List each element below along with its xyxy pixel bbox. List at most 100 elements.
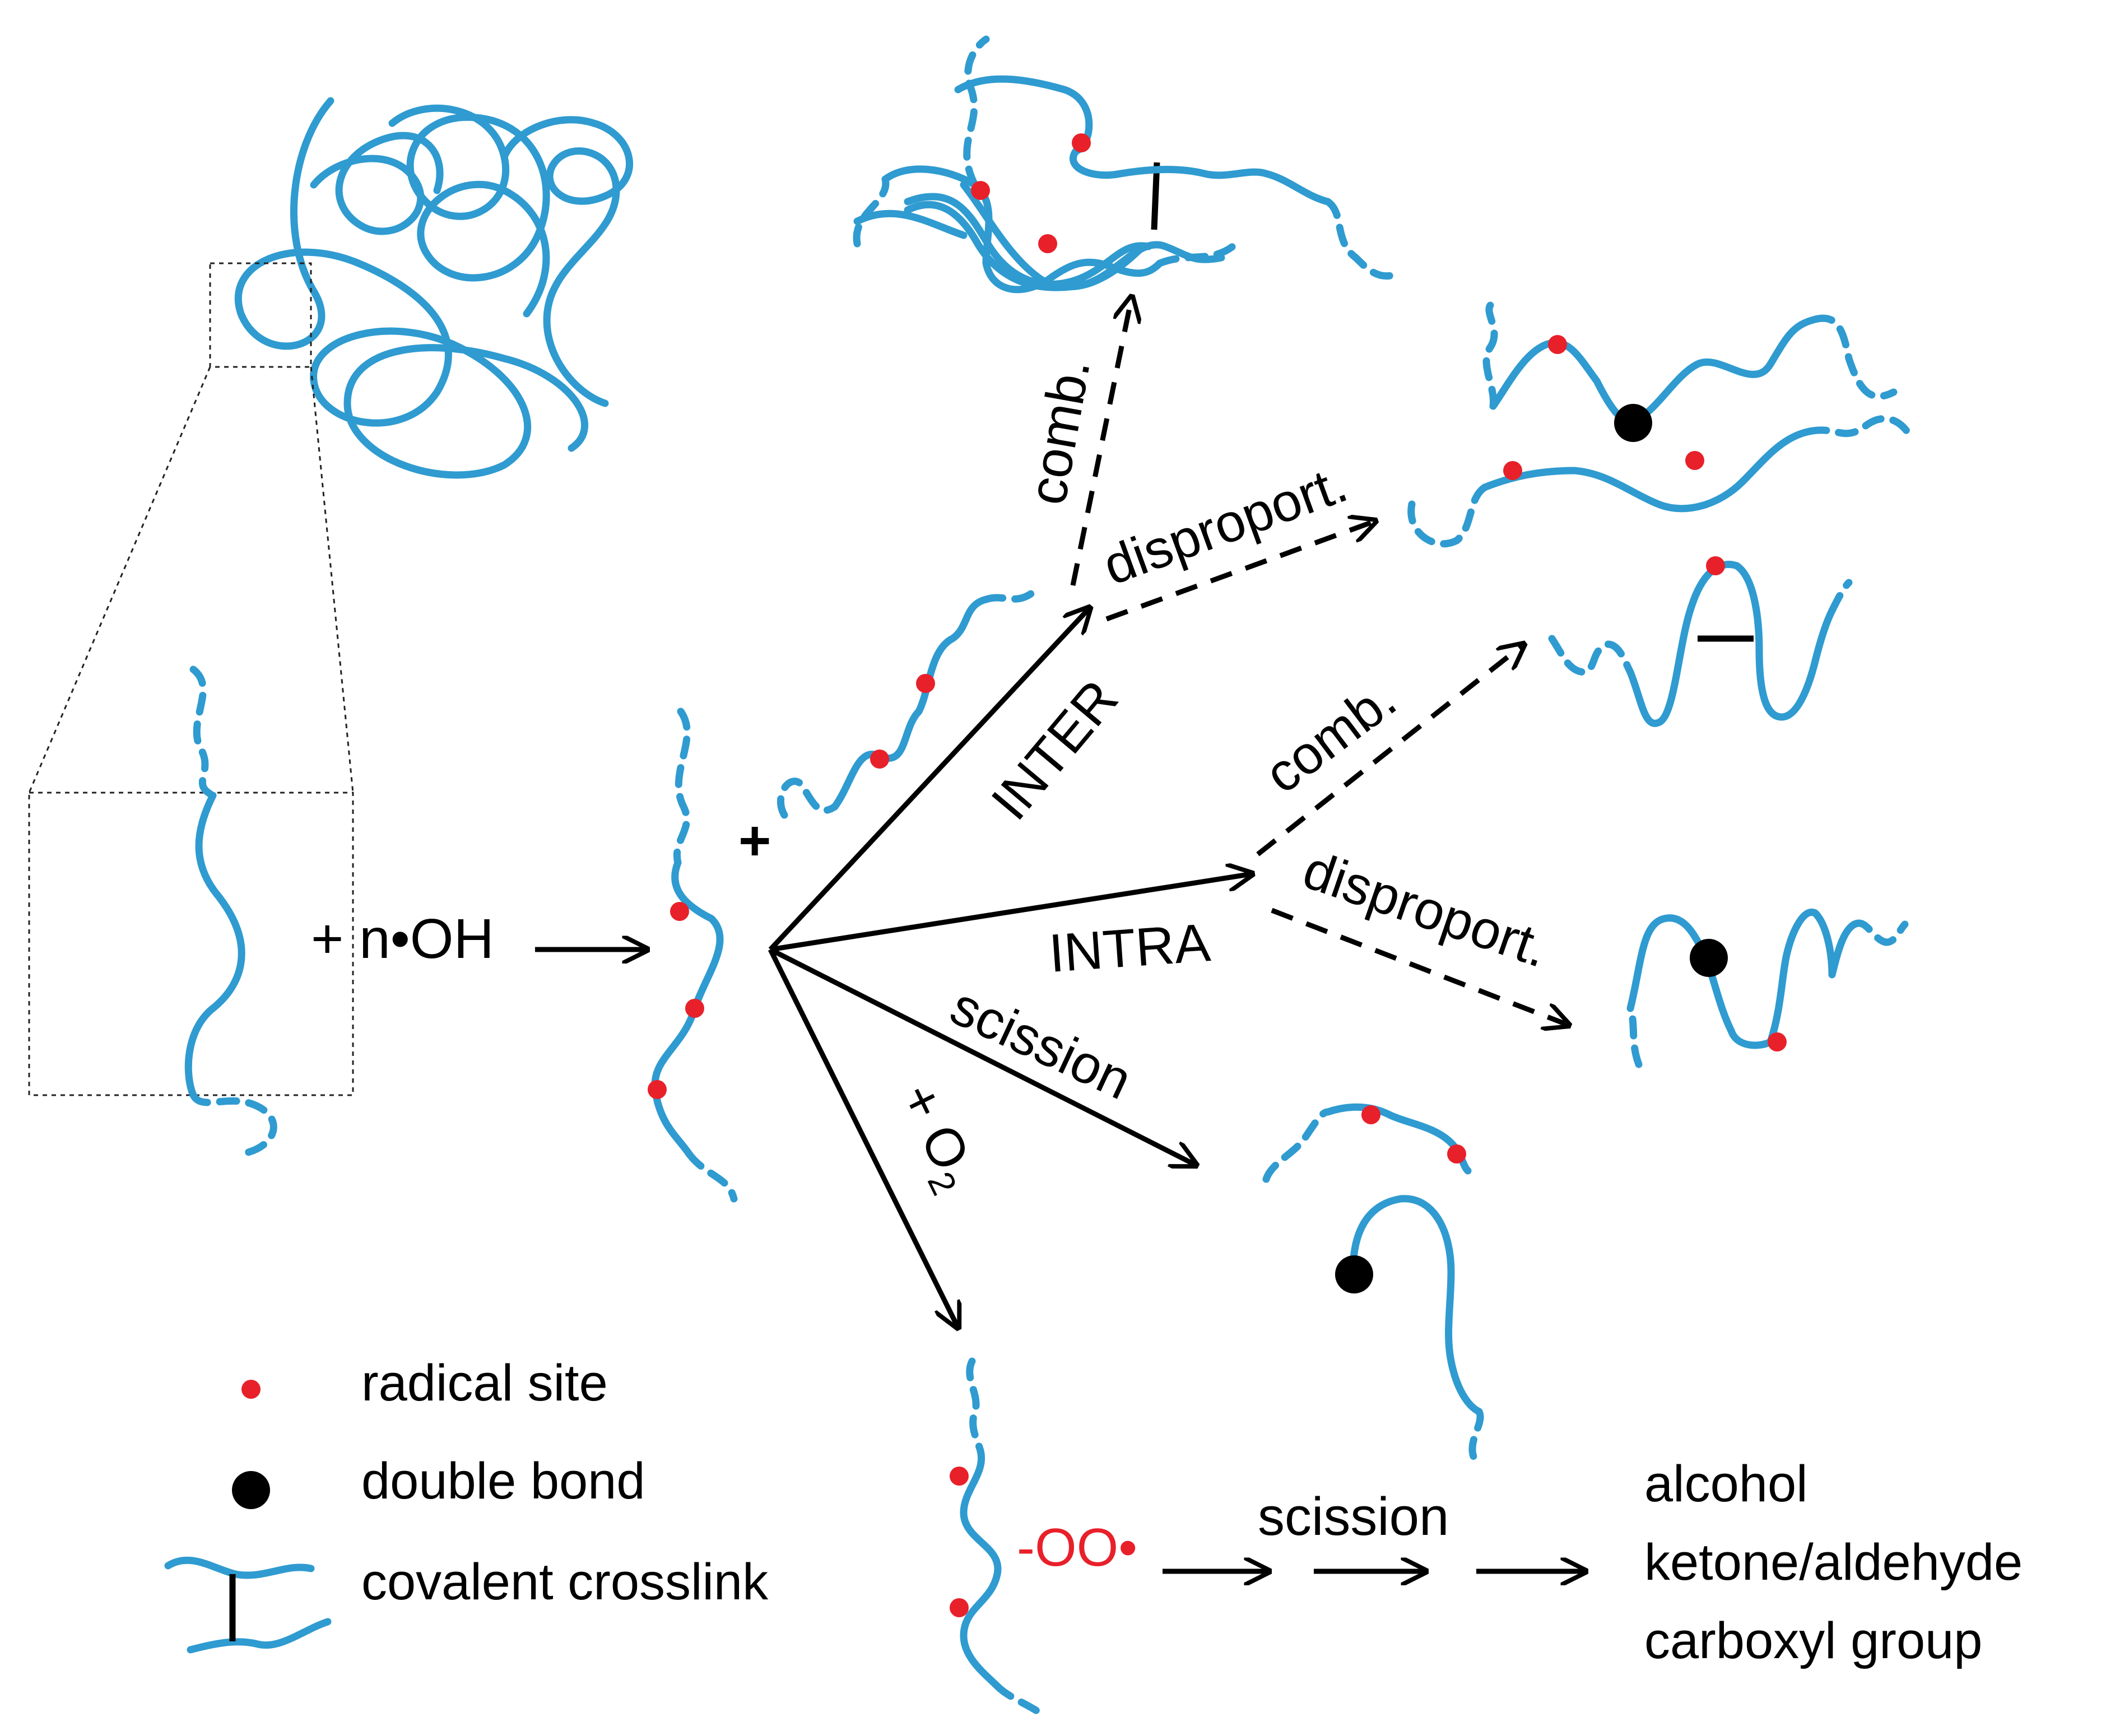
radical-dot <box>1361 1105 1380 1124</box>
legend-crosslink-upper-chain <box>164 1556 315 1579</box>
oxidation-chain <box>950 1357 1046 1718</box>
peroxy-label: -OO• <box>1017 1518 1137 1577</box>
intra-comb-left-dashed <box>1548 635 1634 676</box>
comb-chain-b <box>853 210 968 239</box>
comb-chain-bottom <box>904 193 1152 288</box>
comb-chain-a <box>881 165 1164 294</box>
legend-crosslink-lower-chain <box>187 1618 332 1654</box>
irradiated-chain <box>648 708 738 1203</box>
intra-label: INTRA <box>1047 913 1212 984</box>
legend: radical site double bond covalent crossl… <box>164 1355 769 1654</box>
radical-dot <box>1447 1144 1466 1163</box>
disp-upper-chain <box>1489 315 1819 425</box>
radical-dot <box>916 674 935 693</box>
disp-lower-left-dashed <box>1407 483 1489 548</box>
arrow-inter-disproport <box>1105 521 1375 622</box>
product-inter-disproport <box>1407 301 1914 548</box>
inter-partner-chain <box>777 590 1035 819</box>
oxidation-products: alcohol ketone/aldehyde carboxyl group <box>1644 1455 2023 1669</box>
scission-lower-chain <box>1349 1195 1483 1416</box>
intra-comb-chain <box>1626 561 1836 727</box>
oxidation-chain-segment <box>960 1447 1002 1690</box>
product-inter-comb <box>853 35 1399 294</box>
radical-dot <box>670 902 689 921</box>
arrow-oxygen <box>768 948 958 1328</box>
arrow-scission <box>769 947 1196 1165</box>
intra-disp-chain <box>1626 909 1858 1049</box>
partner-chain-left-dashed <box>777 778 839 819</box>
plus-label: + <box>738 809 771 872</box>
scission-upper-left-dashed <box>1262 1108 1332 1183</box>
disp-upper-left-dashed <box>1482 301 1498 410</box>
legend-double-bond-label: double bond <box>361 1453 645 1510</box>
zoomed-chain-bottom-dashed <box>189 1091 277 1158</box>
scission-label: scission <box>942 976 1141 1111</box>
scission-bottom-label: scission <box>1258 1487 1449 1547</box>
comb-chain-a-top-dashed <box>963 35 990 189</box>
legend-radical-icon <box>241 1380 261 1399</box>
zoom-target-box <box>28 792 354 1096</box>
zoom-indicator <box>28 262 354 1096</box>
product-ketone-aldehyde: ketone/aldehyde <box>1644 1534 2023 1591</box>
scission-lower-dashed <box>1468 1408 1484 1460</box>
arrow-inter <box>768 608 1090 952</box>
radical-dot <box>1685 451 1704 470</box>
radical-dot <box>1038 234 1057 253</box>
arrow-intra <box>770 874 1252 952</box>
double-bond-dot <box>1335 1255 1373 1293</box>
product-alcohol: alcohol <box>1644 1455 1808 1512</box>
radical-dot <box>648 1080 667 1099</box>
oxidation-chain-top-dashed <box>966 1357 984 1455</box>
radical-dot <box>1548 335 1567 354</box>
product-scission <box>1262 1103 1484 1460</box>
radical-dot <box>685 999 704 1018</box>
intra-comb-label: comb. <box>1254 669 1407 805</box>
partner-chain-segment <box>831 595 990 811</box>
radical-dot <box>950 1598 969 1617</box>
zoom-connector-right <box>310 366 354 793</box>
branch-arrows <box>768 608 1252 1328</box>
dashed-sub-arrows <box>1070 297 1569 1025</box>
irradiated-chain-top-dashed <box>673 708 691 867</box>
partner-chain-right-dashed <box>982 590 1035 603</box>
coil-strand-2 <box>388 104 550 318</box>
double-bond-dot <box>1690 939 1728 977</box>
intra-disproport-label: disproport. <box>1296 840 1556 979</box>
coil-strand-4 <box>310 132 444 235</box>
intra-disp-right-dashed <box>1851 919 1909 946</box>
arrow-intra-comb <box>1256 644 1524 857</box>
radical-dot <box>1768 1032 1787 1051</box>
arrow-inter-comb <box>1070 297 1132 586</box>
comb-chain-upper <box>954 75 1332 206</box>
radical-dot <box>971 181 990 200</box>
legend-crosslink-label: covalent crosslink <box>361 1553 769 1611</box>
disp-lower-right-dashed <box>1806 415 1914 441</box>
disp-lower-chain <box>1481 427 1814 513</box>
intra-disp-left-dashed <box>1626 1004 1643 1068</box>
disp-upper-right-dashed <box>1811 314 1898 400</box>
zoom-source-box <box>209 262 312 368</box>
inter-label: INTER <box>980 669 1129 831</box>
oxidation-chain-bottom-dashed <box>993 1682 1046 1718</box>
coil-strand-3 <box>500 116 634 407</box>
comb-chain-lower <box>904 201 1225 291</box>
radical-dot <box>950 1467 969 1486</box>
polymer-coil <box>234 97 634 479</box>
product-carboxyl-group: carboxyl group <box>1644 1612 1982 1669</box>
zoomed-chain <box>184 665 277 1158</box>
comb-chain-a-left-dashed <box>853 175 890 248</box>
radical-dot <box>1503 461 1522 480</box>
product-intra-disproport <box>1626 909 1909 1068</box>
inter-comb-label: comb. <box>1017 355 1101 509</box>
zoomed-chain-segment <box>184 792 245 1099</box>
product-intra-comb <box>1548 556 1853 727</box>
coil-strand-1 <box>234 97 588 479</box>
comb-crosslink-bar <box>1151 162 1160 230</box>
legend-crosslink-icon <box>164 1556 332 1654</box>
reagent-label: + n•OH <box>311 907 494 970</box>
zoom-connector-left <box>28 366 211 793</box>
intra-comb-right-dashed <box>1828 579 1853 615</box>
arrow-intra-disproport <box>1271 907 1569 1025</box>
scission-upper-chain <box>1324 1103 1472 1175</box>
